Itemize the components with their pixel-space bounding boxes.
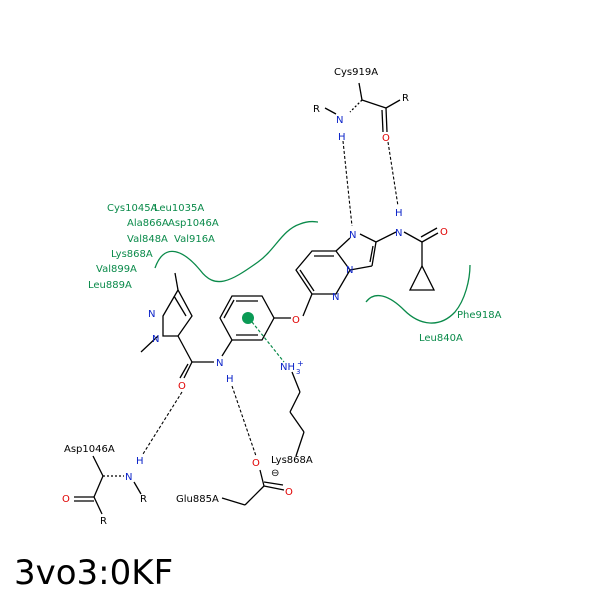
lys868-chain [289, 371, 305, 457]
cluster-label-ala866: Ala866A [127, 218, 169, 229]
hbond-cys919-o [387, 141, 399, 207]
cys919-fragment [324, 82, 401, 133]
atom-charge-glu: ⊖ [271, 468, 279, 479]
imidazopyridine-core [295, 227, 439, 317]
asp1046-fragment [74, 455, 142, 515]
atom-n-pyrazole-1: N [148, 309, 155, 320]
cluster-label-asp1046: Asp1046A [168, 218, 219, 229]
hbond-glu885-nh [231, 385, 257, 457]
atom-h-amide-right: H [395, 208, 403, 219]
hbond-asp1046-nh [142, 391, 183, 455]
atom-n-amide-left: N [216, 358, 223, 369]
ring-centroid-marker [242, 312, 254, 324]
atom-h-cys: H [338, 132, 346, 143]
central-benzene [219, 295, 291, 357]
cluster-label-val899: Val899A [96, 264, 137, 275]
hydrophobic-arc-left [154, 220, 319, 283]
atom-n-asp: N [125, 472, 132, 483]
atom-n-cys: N [336, 115, 343, 126]
atom-n-bridgehead: N [349, 230, 356, 241]
hbond-cys919-n [342, 140, 353, 227]
cluster-label-val916: Val916A [174, 234, 215, 245]
pi-cation-line [251, 321, 285, 363]
atom-n-pyridine: N [332, 292, 339, 303]
atom-o-amide-left: O [178, 381, 186, 392]
diagram-title: 3vo3:0KF [14, 553, 173, 593]
atom-o-glu-1: O [252, 458, 260, 469]
label-asp1046: Asp1046A [64, 444, 115, 455]
pyrazole-fragment [140, 272, 214, 379]
label-leu840: Leu840A [419, 333, 463, 344]
label-cys919: Cys919A [334, 67, 378, 78]
atom-r-cys-right: R [402, 93, 409, 104]
atom-nh3-lys: NH [280, 362, 295, 373]
atom-h-amide-left: H [226, 374, 234, 385]
atom-r-asp-2: R [100, 516, 107, 527]
atom-n-pyrazole-2: N [152, 334, 159, 345]
label-glu885: Glu885A [176, 494, 219, 505]
atom-o-ether: O [292, 315, 300, 326]
hydrophobic-arc-right [365, 264, 471, 324]
glu885-fragment [221, 469, 285, 506]
atom-o-glu-2: O [285, 487, 293, 498]
atom-o-amide-right: O [440, 227, 448, 238]
cluster-label-cys1045: Cys1045A [107, 203, 158, 214]
atom-nh3-charge: + [297, 359, 304, 368]
atom-o-cys: O [382, 133, 390, 144]
cluster-label-leu889: Leu889A [88, 280, 132, 291]
atom-r-cys-left: R [313, 104, 320, 115]
atom-r-asp-1: R [140, 494, 147, 505]
label-lys868: Lys868A [271, 455, 313, 466]
cluster-label-val848: Val848A [127, 234, 168, 245]
atom-h-asp: H [136, 456, 144, 467]
atom-n-amide-right: N [395, 228, 402, 239]
atom-n-imidazole: N [346, 265, 353, 276]
label-phe918: Phe918A [457, 310, 502, 321]
cluster-label-lys868: Lys868A [111, 249, 153, 260]
atom-nh3-subscript: 3 [296, 368, 300, 376]
atom-o-asp: O [62, 494, 70, 505]
cluster-label-leu1035: Leu1035A [154, 203, 204, 214]
